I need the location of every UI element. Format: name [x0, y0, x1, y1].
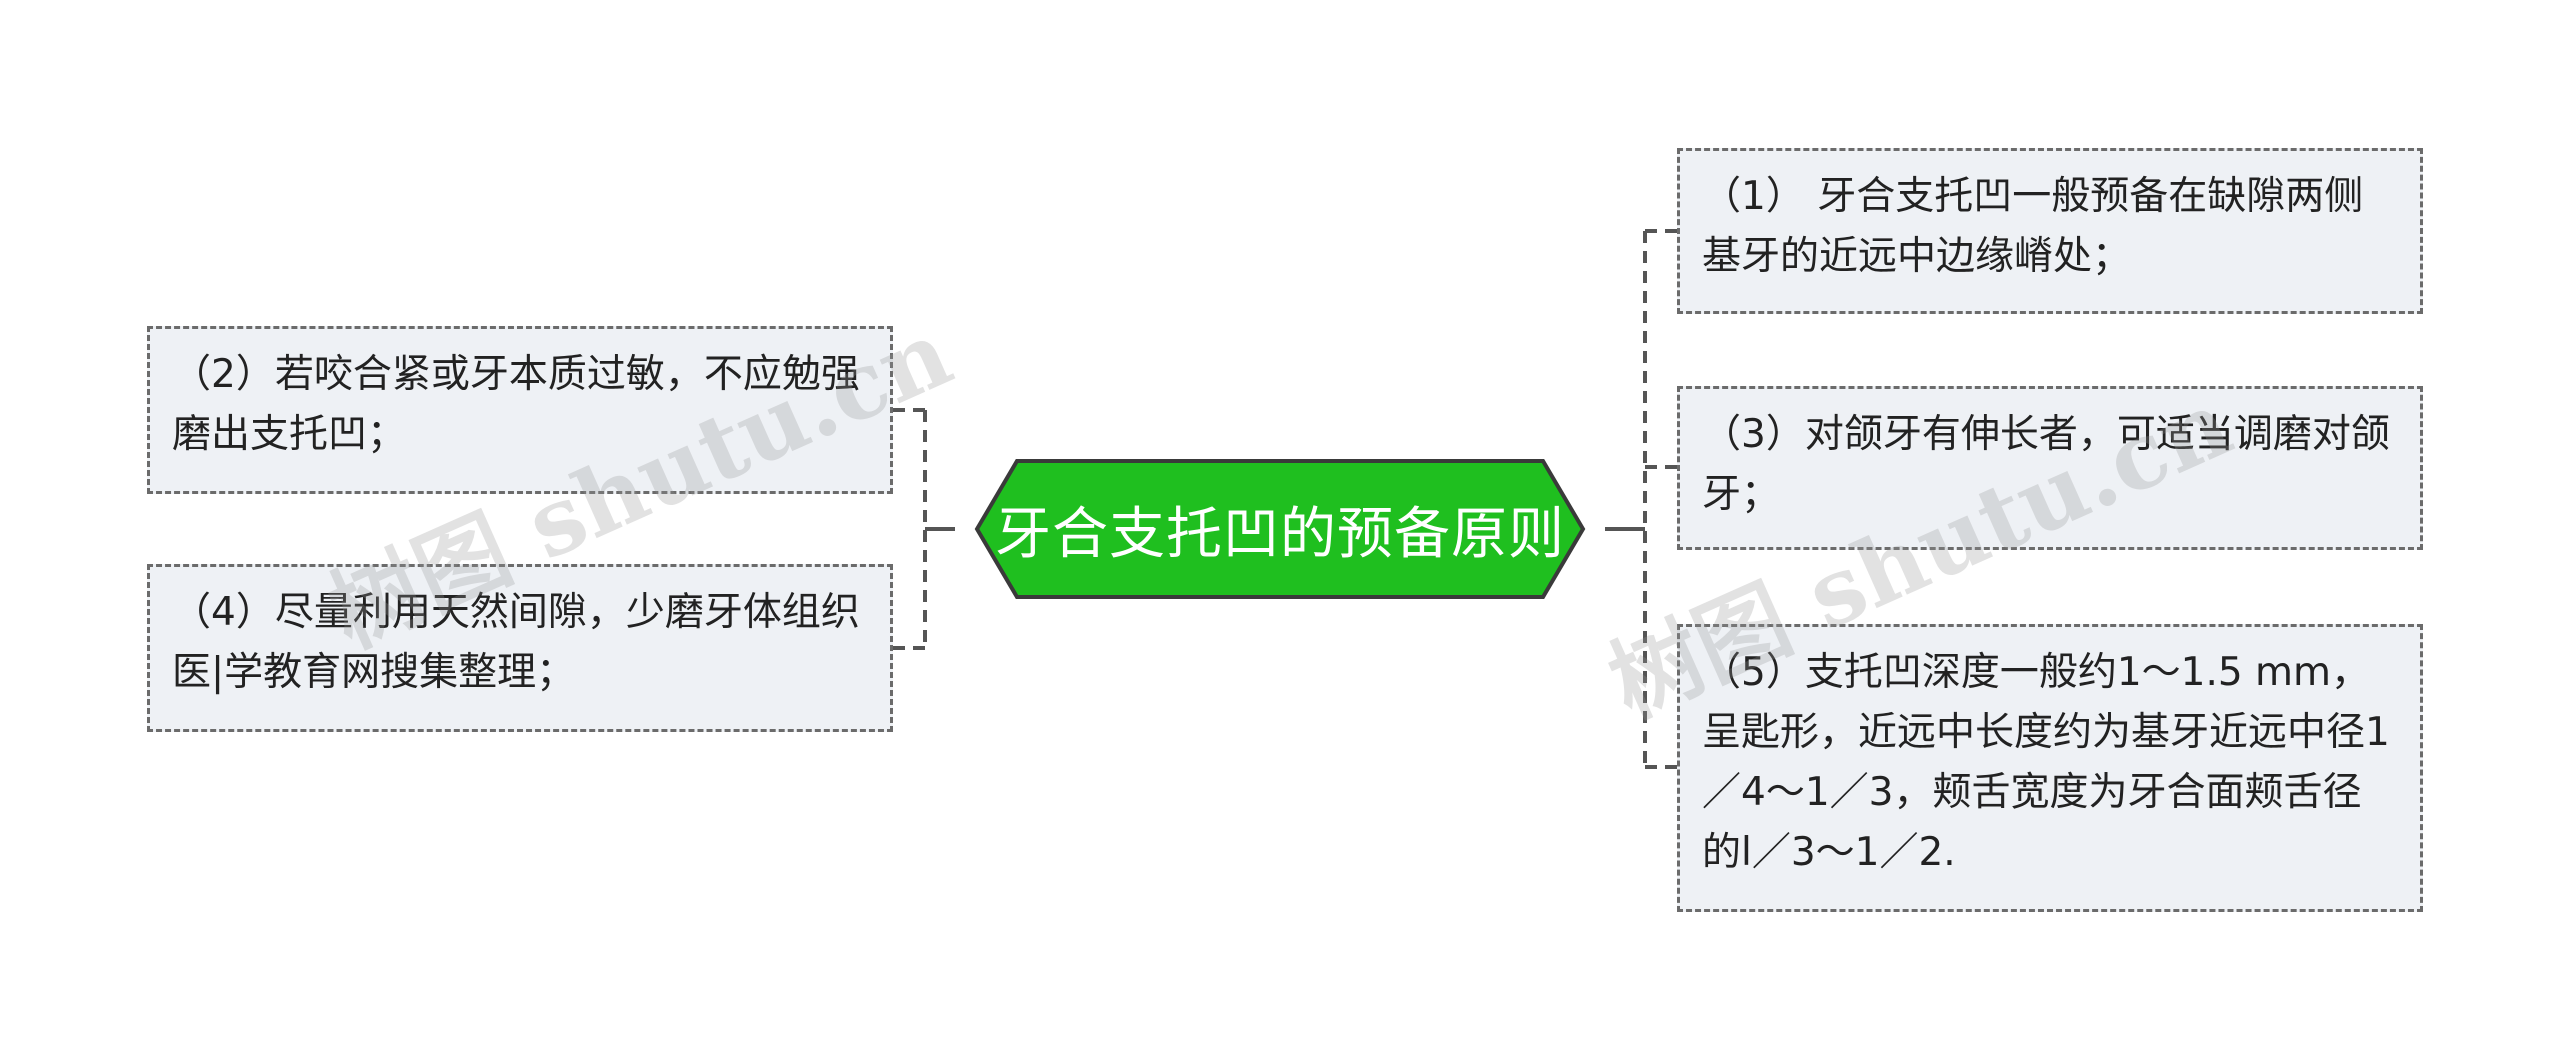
central-topic[interactable]: 牙合支托凹的预备原则 — [955, 458, 1605, 600]
central-topic-label: 牙合支托凹的预备原则 — [995, 501, 1565, 567]
topic-node-left-1[interactable]: （2）若咬合紧或牙本质过敏，不应勉强磨出支托凹； — [147, 326, 893, 494]
topic-node-right-2[interactable]: （3）对颌牙有伸长者，可适当调磨对颌牙； — [1677, 386, 2423, 550]
topic-node-right-1[interactable]: （1） 牙合支托凹一般预备在缺隙两侧基牙的近远中边缘嵴处； — [1677, 148, 2423, 314]
topic-node-right-3[interactable]: （5）支托凹深度一般约1～1.5 mm，呈匙形，近远中长度约为基牙近远中径1／4… — [1677, 624, 2423, 912]
topic-node-left-2[interactable]: （4）尽量利用天然间隙，少磨牙体组织医|学教育网搜集整理； — [147, 564, 893, 732]
central-topic-shape — [974, 459, 1586, 599]
